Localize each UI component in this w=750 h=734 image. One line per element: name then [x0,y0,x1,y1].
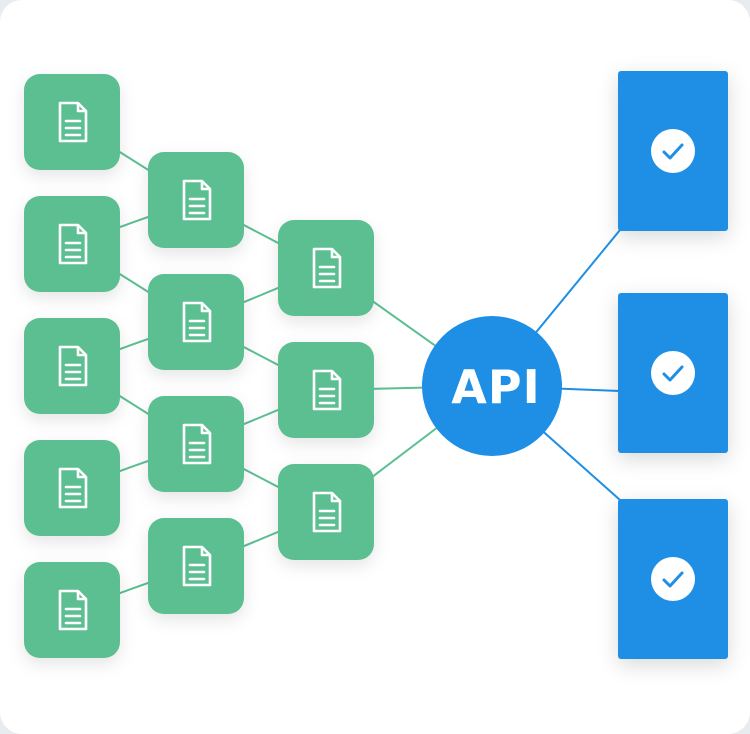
document-node [24,74,120,170]
document-node [24,196,120,292]
document-node [148,518,244,614]
document-node [148,152,244,248]
api-hub-label: API [451,360,540,414]
check-mark-icon [662,143,684,160]
target-nodes [618,71,728,659]
document-node [148,274,244,370]
document-node [278,342,374,438]
document-node [148,396,244,492]
document-node [278,464,374,560]
api-hub: API [422,316,562,456]
target-card [618,499,728,659]
target-card [618,71,728,231]
document-nodes [24,74,374,658]
document-node [24,562,120,658]
document-node [24,440,120,536]
document-node [24,318,120,414]
target-card [618,293,728,453]
check-circle-icon [651,129,695,173]
check-mark-icon [662,365,684,382]
check-mark-icon [662,571,684,588]
document-node [278,220,374,316]
check-circle-icon [651,351,695,395]
check-circle-icon [651,557,695,601]
api-hub-circle [422,316,562,456]
